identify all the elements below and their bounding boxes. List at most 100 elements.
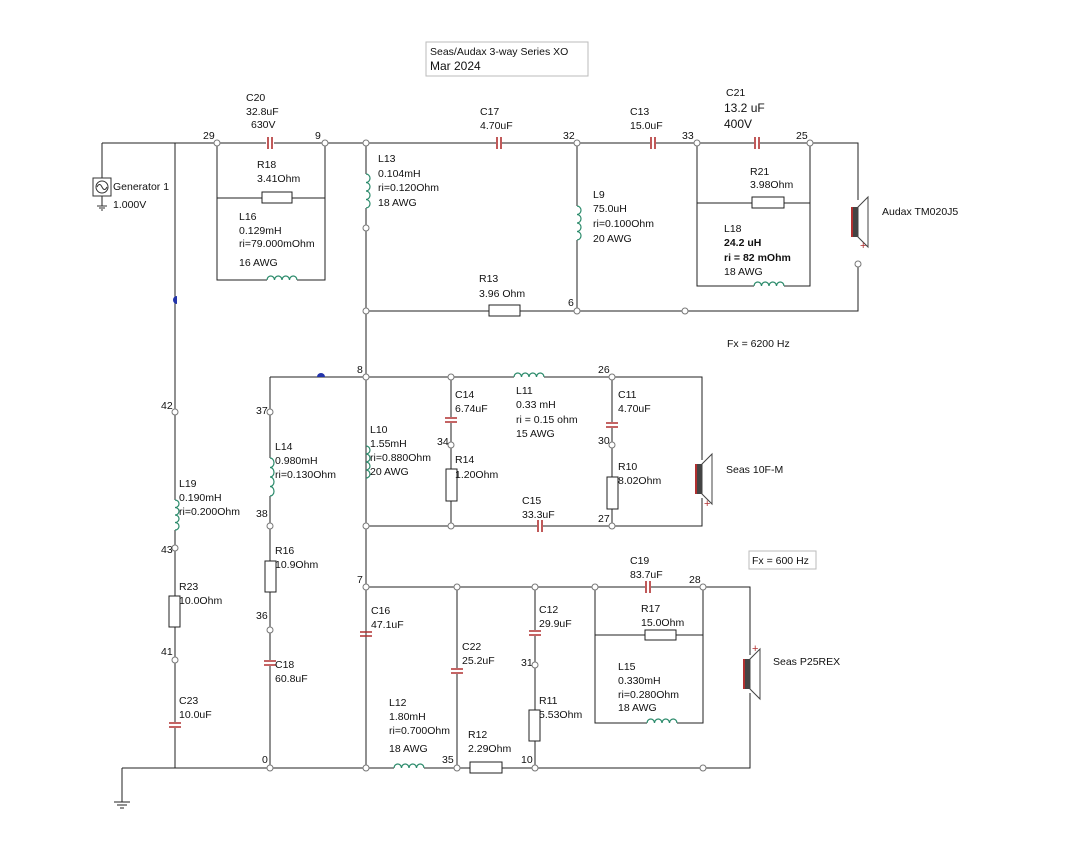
resistor-r11-symbol: [528, 709, 541, 742]
svg-text:10.9Ohm: 10.9Ohm: [275, 559, 318, 571]
svg-text:R11: R11: [539, 695, 558, 707]
svg-text:10.0uF: 10.0uF: [179, 709, 212, 721]
svg-text:C19: C19: [630, 555, 649, 567]
node-labels: 29 9 32 33 25 6 8 26 34 30 27 37 38 36 0…: [161, 130, 808, 766]
inductor-l18-symbol: [753, 281, 785, 287]
svg-text:32.8uF: 32.8uF: [246, 106, 279, 118]
inductor-l19-symbol: [174, 499, 180, 531]
svg-text:L16: L16: [239, 211, 257, 223]
capacitor-c15-symbol: [537, 520, 543, 532]
component-label-c20: C20 32.8uF 630V: [246, 92, 279, 131]
component-label-r17: R17 15.0Ohm: [641, 603, 684, 629]
generator-source-icon: [92, 177, 112, 211]
node-label: 0: [262, 754, 268, 766]
resistor-r12-symbol: [469, 761, 503, 774]
svg-text:C14: C14: [455, 389, 474, 401]
svg-text:0.33 mH: 0.33 mH: [516, 399, 556, 411]
crossover-frequency-low: Fx = 600 Hz: [752, 555, 809, 567]
component-label-c21: C21 13.2 uF 400V: [724, 87, 765, 131]
svg-text:ri=79.000mOhm: ri=79.000mOhm: [239, 238, 315, 250]
inductor-l11-symbol: [513, 372, 545, 378]
svg-text:C15: C15: [522, 495, 541, 507]
node-label: 6: [568, 297, 574, 309]
node-label: 34: [437, 436, 449, 448]
svg-text:C11: C11: [618, 389, 637, 401]
probe-marker-icon-2: [317, 373, 325, 377]
svg-text:ri=0.280Ohm: ri=0.280Ohm: [618, 689, 679, 701]
resistor-r16-symbol: [264, 560, 277, 593]
wires: [101, 142, 859, 809]
svg-text:L12: L12: [389, 697, 407, 709]
node-label: 28: [689, 574, 701, 586]
svg-text:C23: C23: [179, 695, 198, 707]
svg-text:C20: C20: [246, 92, 265, 104]
component-label-c14: C14 6.74uF: [455, 389, 488, 415]
svg-text:400V: 400V: [724, 117, 752, 131]
resistor-r23-symbol: [168, 595, 181, 628]
capacitor-c14-symbol: [445, 417, 457, 423]
svg-text:0.980mH: 0.980mH: [275, 455, 318, 467]
svg-text:L13: L13: [378, 153, 396, 165]
resistor-r21-symbol: [751, 196, 785, 209]
svg-text:3.98Ohm: 3.98Ohm: [750, 179, 793, 191]
component-label-l10: L10 1.55mH ri=0.880Ohm 20 AWG: [370, 424, 431, 478]
svg-text:47.1uF: 47.1uF: [371, 619, 404, 631]
node-label: 8: [357, 364, 363, 376]
component-label-r12: R12 2.29Ohm: [468, 729, 511, 755]
node-label: 33: [682, 130, 694, 142]
svg-text:29.9uF: 29.9uF: [539, 618, 572, 630]
svg-text:18 AWG: 18 AWG: [389, 743, 428, 755]
svg-text:3.41Ohm: 3.41Ohm: [257, 173, 300, 185]
node-label: 43: [161, 544, 173, 556]
title-box: [425, 41, 589, 77]
node-label: 30: [598, 435, 610, 447]
svg-text:20 AWG: 20 AWG: [593, 233, 632, 245]
node-label: 37: [256, 405, 268, 417]
component-label-l12: L12 1.80mH ri=0.700Ohm 18 AWG: [389, 697, 450, 755]
component-label-c17: C17 4.70uF: [480, 106, 513, 132]
component-label-l16: L16 0.129mH ri=79.000mOhm 16 AWG: [239, 211, 315, 269]
component-label-r16: R16 10.9Ohm: [275, 545, 318, 571]
svg-text:15.0uF: 15.0uF: [630, 120, 663, 132]
svg-text:ri=0.130Ohm: ri=0.130Ohm: [275, 469, 336, 481]
svg-text:15 AWG: 15 AWG: [516, 428, 555, 440]
svg-text:C12: C12: [539, 604, 558, 616]
woofer-label: Seas P25REX: [773, 656, 840, 668]
svg-text:0.190mH: 0.190mH: [179, 492, 222, 504]
svg-text:+: +: [704, 498, 710, 510]
inductor-l14-symbol: [269, 457, 275, 497]
component-label-c16: C16 47.1uF: [371, 605, 404, 631]
title-line-2: Mar 2024: [430, 59, 481, 73]
svg-text:R23: R23: [179, 581, 198, 593]
resistor-r18-symbol: [261, 191, 293, 204]
junction-dots: [171, 139, 862, 772]
svg-text:75.0uH: 75.0uH: [593, 203, 627, 215]
component-label-r21: R21 3.98Ohm: [750, 166, 793, 191]
component-label-c22: C22 25.2uF: [462, 641, 495, 667]
svg-text:ri=0.700Ohm: ri=0.700Ohm: [389, 725, 450, 737]
svg-text:0.104mH: 0.104mH: [378, 168, 421, 180]
svg-text:60.8uF: 60.8uF: [275, 673, 308, 685]
svg-text:C22: C22: [462, 641, 481, 653]
svg-text:R14: R14: [455, 454, 474, 466]
component-label-l15: L15 0.330mH ri=0.280Ohm 18 AWG: [618, 661, 679, 714]
svg-text:+: +: [860, 240, 866, 252]
svg-text:ri=0.200Ohm: ri=0.200Ohm: [179, 506, 240, 518]
resistor-r13-symbol: [488, 304, 521, 317]
node-label: 31: [521, 657, 533, 669]
svg-text:L10: L10: [370, 424, 388, 436]
svg-text:ri = 0.15 ohm: ri = 0.15 ohm: [516, 414, 578, 426]
svg-text:C16: C16: [371, 605, 390, 617]
svg-text:16 AWG: 16 AWG: [239, 257, 278, 269]
node-label: 10: [521, 754, 533, 766]
svg-text:ri = 82 mOhm: ri = 82 mOhm: [724, 252, 791, 264]
component-label-c12: C12 29.9uF: [539, 604, 572, 630]
svg-text:10.0Ohm: 10.0Ohm: [179, 595, 222, 607]
component-label-c15: C15 33.3uF: [522, 495, 555, 521]
capacitor-c16-symbol: [360, 631, 372, 637]
component-label-r11: R11 5.53Ohm: [539, 695, 582, 721]
svg-text:L14: L14: [275, 441, 293, 453]
capacitor-c21-symbol: [754, 137, 760, 149]
node-label: 38: [256, 508, 268, 520]
